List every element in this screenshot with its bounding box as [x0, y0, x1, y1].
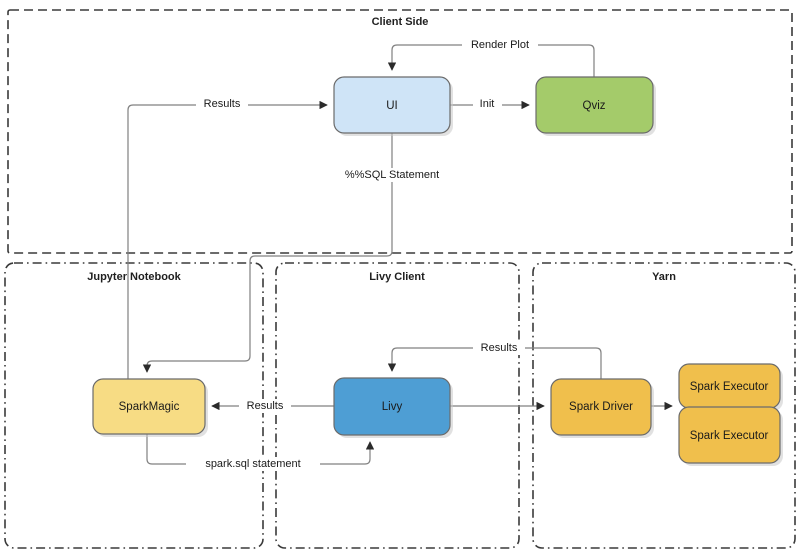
- node-ui[interactable]: UI: [333, 76, 453, 136]
- node-spark-executor-1-label: Spark Executor: [690, 381, 769, 393]
- edge-driver-to-livy-label: Results: [481, 342, 518, 354]
- node-sparkmagic-rect[interactable]: [92, 378, 206, 435]
- node-sparkmagic-label: SparkMagic: [119, 401, 180, 413]
- edge-sparkmagic-to-livy-label: spark.sql statement: [205, 458, 300, 470]
- panel-yarn-title: Yarn: [652, 271, 676, 283]
- panel-livy-client-title: Livy Client: [369, 271, 425, 283]
- edge-qviz-to-ui-label-bg: [462, 38, 538, 52]
- edge-sparkmagic-to-livy: spark.sql statement: [146, 434, 375, 471]
- edge-livy-to-sparkmagic-label-bg: [239, 399, 291, 413]
- edge-livy-to-sparkmagic: Results: [211, 399, 334, 413]
- edge-qviz-to-ui: Render Plot: [387, 38, 595, 77]
- node-sparkmagic[interactable]: SparkMagic: [92, 378, 208, 437]
- node-spark-driver[interactable]: Spark Driver: [550, 378, 654, 438]
- edge-ui-to-sparkmagic-path: [142, 133, 393, 373]
- edge-results-to-ui-path: [127, 100, 328, 379]
- edge-sparkmagic-to-livy-label-bg: [186, 457, 320, 471]
- panel-jupyter-notebook: Jupyter Notebook: [4, 262, 264, 549]
- edge-results-to-ui: Results: [127, 98, 328, 379]
- node-livy[interactable]: Livy: [333, 377, 453, 438]
- node-spark-driver-rect[interactable]: [550, 378, 652, 436]
- edge-results-to-ui-label: Results: [204, 98, 241, 110]
- edge-ui-to-sparkmagic-label: %%SQL Statement: [345, 169, 439, 181]
- edge-ui-to-qviz-label-bg: [473, 98, 502, 112]
- node-qviz-label: Qviz: [583, 100, 606, 112]
- node-ui-label: UI: [386, 100, 398, 112]
- node-livy-rect[interactable]: [333, 377, 451, 436]
- panel-jupyter-notebook-title: Jupyter Notebook: [87, 271, 181, 283]
- panel-jupyter-notebook-border: [4, 262, 264, 549]
- node-spark-driver-label: Spark Driver: [569, 401, 633, 413]
- node-qviz-rect[interactable]: [535, 76, 654, 134]
- panel-client-side-border: [7, 9, 793, 254]
- edge-driver-to-livy-label-bg: [473, 341, 525, 355]
- panel-client-side: Client Side: [7, 9, 793, 254]
- edge-ui-to-qviz: Init: [450, 98, 530, 112]
- node-ui-rect[interactable]: [333, 76, 451, 134]
- edge-livy-to-sparkmagic-label: Results: [247, 400, 284, 412]
- edge-driver-to-livy: Results: [387, 341, 602, 379]
- panel-client-side-title: Client Side: [372, 16, 429, 28]
- node-spark-executor-1[interactable]: Spark Executor: [678, 363, 783, 411]
- edge-ui-to-sparkmagic-label-bg: [330, 168, 454, 182]
- node-spark-executor-2-label: Spark Executor: [690, 430, 769, 442]
- node-spark-executor-2-rect[interactable]: [678, 406, 781, 464]
- node-qviz[interactable]: Qviz: [535, 76, 656, 136]
- node-spark-executor-2[interactable]: Spark Executor: [678, 406, 783, 466]
- edge-ui-to-sparkmagic: %%SQL Statement: [142, 133, 454, 373]
- edge-qviz-to-ui-label: Render Plot: [471, 39, 529, 51]
- edge-results-to-ui-label-bg: [196, 98, 248, 112]
- edge-ui-to-qviz-label: Init: [480, 98, 495, 110]
- node-livy-label: Livy: [382, 401, 403, 413]
